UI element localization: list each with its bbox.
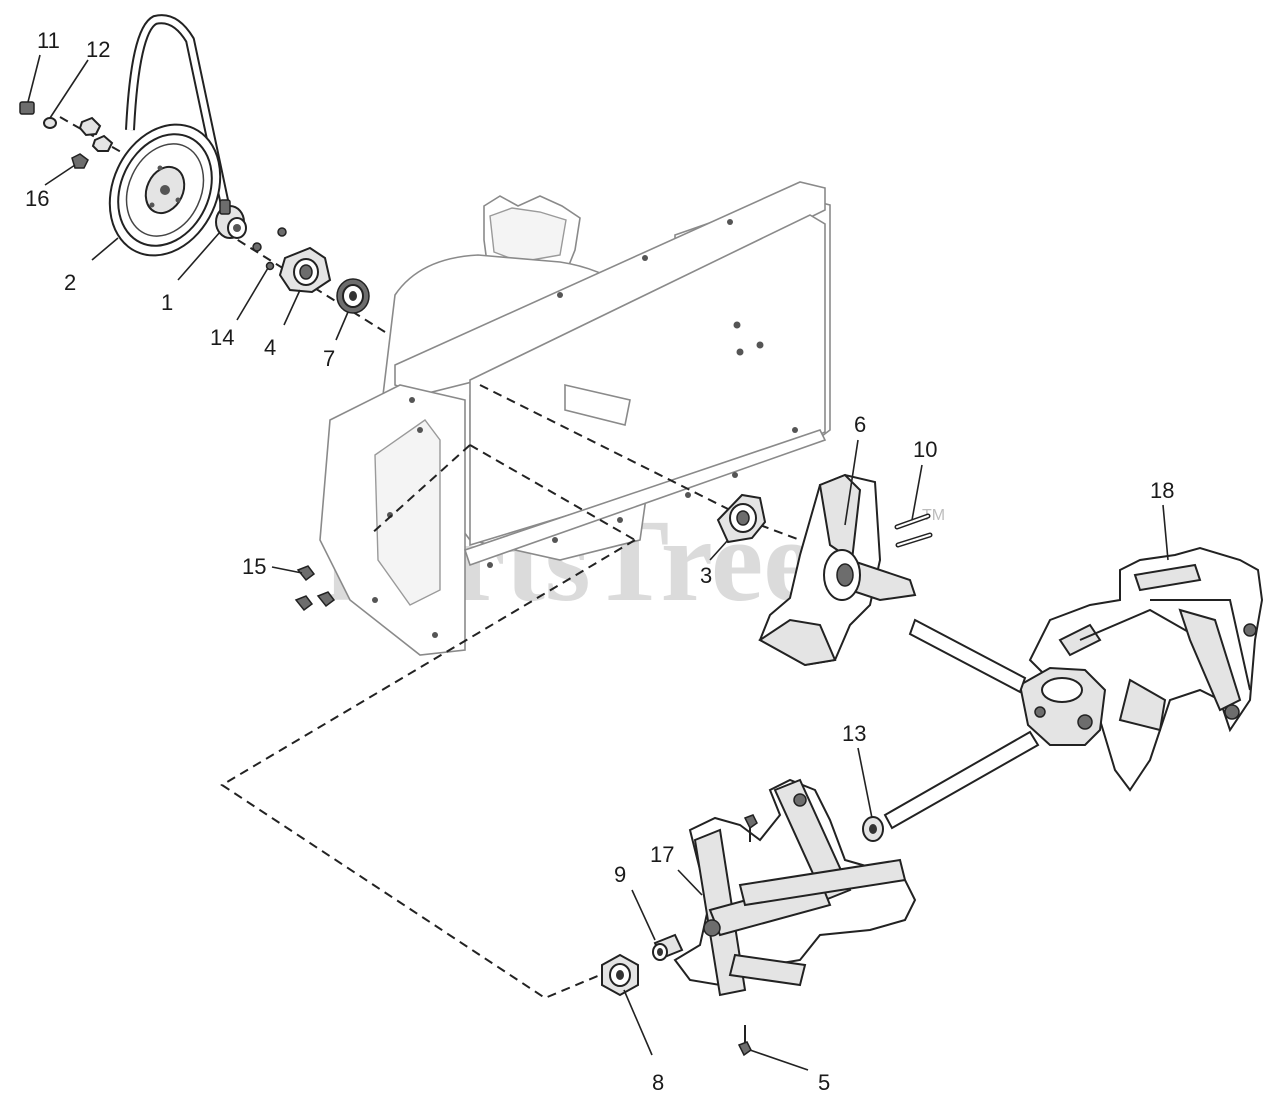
callout-18: 18 — [1150, 478, 1174, 503]
housing-fasteners — [294, 565, 336, 612]
callout-17: 17 — [650, 842, 674, 867]
housing-left-side-window — [374, 419, 441, 606]
callout-4: 4 — [264, 335, 276, 360]
callout-5: 5 — [818, 1070, 830, 1095]
chute-inner — [489, 207, 567, 263]
callout-11: 11 — [37, 28, 60, 53]
callout-12: 12 — [86, 37, 110, 62]
bushing-9 — [652, 933, 684, 961]
callout-14: 14 — [210, 325, 234, 350]
callout-1: 1 — [161, 290, 173, 315]
shear-pins — [894, 513, 933, 548]
callout-leader-lines — [27, 54, 1169, 1071]
callout-16: 16 — [25, 186, 49, 211]
callout-3: 3 — [700, 563, 712, 588]
callout-2: 2 — [64, 270, 76, 295]
callout-6: 6 — [854, 412, 866, 437]
housing-scraper-bar — [463, 429, 827, 567]
washer-12 — [43, 117, 57, 129]
callout-numbers: 11 12 16 2 1 14 4 7 6 10 18 15 3 13 17 9… — [25, 28, 1174, 1095]
nut-a — [78, 116, 102, 137]
bolt-16 — [71, 153, 89, 169]
bearing-7 — [336, 278, 370, 314]
callout-8: 8 — [652, 1070, 664, 1095]
pulley-hub — [215, 199, 247, 239]
auger-shaft — [883, 618, 1040, 830]
bearing-flange — [252, 227, 332, 294]
auger-housing — [319, 181, 831, 656]
housing-bolt-holes — [372, 219, 798, 638]
washer-13 — [862, 816, 884, 842]
nut-b — [91, 134, 114, 152]
bearing-flange-3 — [716, 493, 767, 544]
left-auger — [673, 778, 917, 997]
right-auger — [1018, 546, 1264, 792]
pulley-fasteners — [19, 101, 114, 169]
callout-7: 7 — [323, 346, 335, 371]
callout-15: 15 — [242, 554, 266, 579]
callout-10: 10 — [913, 437, 937, 462]
drive-pulley — [108, 14, 230, 257]
callout-13: 13 — [842, 721, 866, 746]
housing-inner-bracket — [564, 383, 631, 426]
end-bearing-8 — [601, 953, 639, 997]
callout-9: 9 — [614, 862, 626, 887]
bolt-11 — [19, 101, 35, 115]
impeller — [758, 473, 917, 667]
watermark-trademark: TM — [922, 507, 945, 524]
